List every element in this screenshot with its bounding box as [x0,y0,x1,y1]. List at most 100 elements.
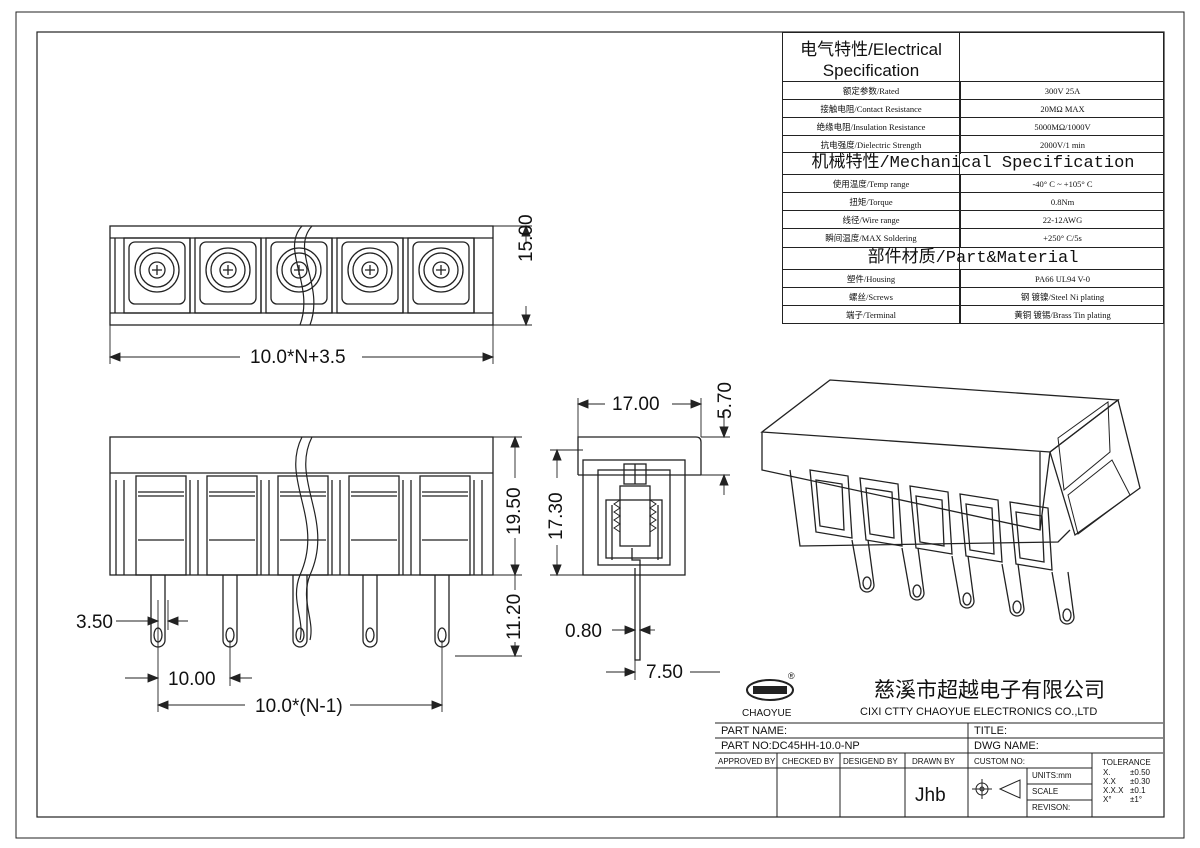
tolerance-key: X.X.X [1103,786,1124,795]
spec-row-label: 端子/Terminal [846,310,896,320]
spec-row: 抗电强度/Dielectric Strength 2000V/1 min [783,135,1163,154]
front-cell [277,475,329,576]
spec-row: 绝缘电阻/Insulation Resistance 5000MΩ/1000V [783,117,1163,136]
spec-row-label: 绝缘电阻/Insulation Resistance [816,122,926,132]
spec-row-label: 抗电强度/Dielectric Strength [820,140,922,150]
company-name-en: CIXI CTTY CHAOYUE ELECTRONICS CO.,LTD [860,706,1098,718]
terminal-cell [407,237,475,314]
scale-label: SCALE [1032,787,1059,796]
drawn-by-name: Jhb [915,785,946,806]
pin [292,575,308,648]
iso-cell [959,493,1025,617]
dim-side-width: 17.00 [612,394,660,415]
spec-row-label: 接触电阻/Contact Resistance [820,104,922,114]
side-view-cap [577,436,702,475]
dim-side-top: 5.70 [715,382,736,419]
front-view-cells [115,475,483,576]
solder-pins [150,575,450,648]
designed-by-label: DESIGEND BY [843,757,898,766]
spec-row-value: +250° C/5s [960,229,1164,247]
dim-total-pitch: 10.0*(N-1) [255,696,343,717]
top-dimensions [108,224,532,364]
isometric-view [760,379,1141,625]
spec-row-label: 螺丝/Screws [849,292,893,302]
specification-table: 电气特性/Electrical Specification 额定参数/Rated… [782,32,1164,324]
spec-row-value: 黄铜 镀锡/Brass Tin plating [960,306,1164,324]
top-view [109,225,494,326]
pin [362,575,378,648]
front-cell [348,475,400,576]
break-line [293,225,305,326]
spec-row-label: 塑件/Housing [846,274,896,284]
spec-row-label: 瞬间温度/MAX Soldering [825,233,917,243]
tolerance-value: ±0.30 [1130,777,1150,786]
part-name-label: PART NAME: [721,725,788,737]
spec-row-label: 线径/Wire range [842,215,900,225]
material-title: 部件材质/Part&Material [783,247,1163,270]
approved-by-label: APPROVED BY [718,757,776,766]
dim-pin-thickness: 0.80 [565,621,602,642]
iso-cell [1009,501,1075,625]
front-cell [135,475,187,576]
spec-row-value: 5000MΩ/1000V [960,118,1164,136]
spec-row: 使用温度/Temp range -40° C ~ +105° C [783,174,1163,193]
tolerance-key: X. [1103,768,1111,777]
spec-row-value: 22-12AWG [960,211,1164,229]
outer-border [15,11,1185,839]
dim-front-height: 19.50 [504,487,525,535]
part-number: PART NO:DC45HH-10.0-NP [721,740,860,752]
front-cell [419,475,471,576]
spec-row: 接触电阻/Contact Resistance 20MΩ MAX [783,99,1163,118]
iso-end [1049,398,1141,537]
iso-front-top [761,432,1041,531]
pin [222,575,238,648]
terminal-cell [336,237,404,314]
tolerance-key: X° [1103,795,1112,804]
spec-row-value: 300V 25A [960,82,1164,100]
dim-pin-offset: 7.50 [646,662,683,683]
spec-row: 瞬间温度/MAX Soldering +250° C/5s [783,228,1163,247]
electrical-title-line1: 电气特性/Electrical [800,40,942,59]
spec-row-value: 钢 镀镍/Steel Ni plating [960,288,1164,306]
registered-mark-icon: ® [788,671,795,681]
spec-row-value: 2000V/1 min [960,136,1164,154]
spec-row-label: 使用温度/Temp range [832,179,910,189]
front-view [109,436,494,648]
spec-row-label: 额定参数/Rated [842,86,900,96]
spec-row-label: 扭矩/Torque [849,197,893,207]
front-view-outline [109,436,494,576]
drawn-by-label: DRAWN BY [912,757,955,766]
dim-pin-length: 11.20 [504,593,525,640]
tolerance-value: ±0.1 [1130,786,1146,795]
tolerance-key: X.X [1103,777,1116,786]
units-label: UNITS:mm [1032,771,1072,780]
title-block-lines [715,679,1163,817]
dim-top-height: 15.00 [516,214,537,262]
spec-row-value: -40° C ~ +105° C [960,175,1164,193]
iso-cell [859,477,925,601]
dim-side-height: 17.30 [546,492,567,540]
tolerance-value: ±1° [1130,795,1143,804]
electrical-title-line2: Specification [822,61,920,80]
spec-row-value: 0.8Nm [960,193,1164,211]
iso-cells [809,469,1075,625]
terminal-cell [123,237,191,314]
front-cell [206,475,258,576]
spec-row: 额定参数/Rated 300V 25A [783,81,1163,100]
company-name-cn: 慈溪市超越电子有限公司 [874,678,1105,702]
dwg-name-label: DWG NAME: [974,740,1039,752]
inner-border [36,31,1165,818]
side-dimensions [550,398,730,680]
revision-label: REVISON: [1032,803,1071,812]
spec-row: 线径/Wire range 22-12AWG [783,210,1163,229]
spec-row-value: 20MΩ MAX [960,100,1164,118]
pin [434,575,450,648]
dim-pitch: 10.00 [168,669,216,690]
custom-no-label: CUSTOM NO: [974,757,1025,766]
tolerance-title: TOLERANCE [1102,758,1151,767]
terminal-cell [265,237,333,314]
terminal-cell [194,237,262,314]
